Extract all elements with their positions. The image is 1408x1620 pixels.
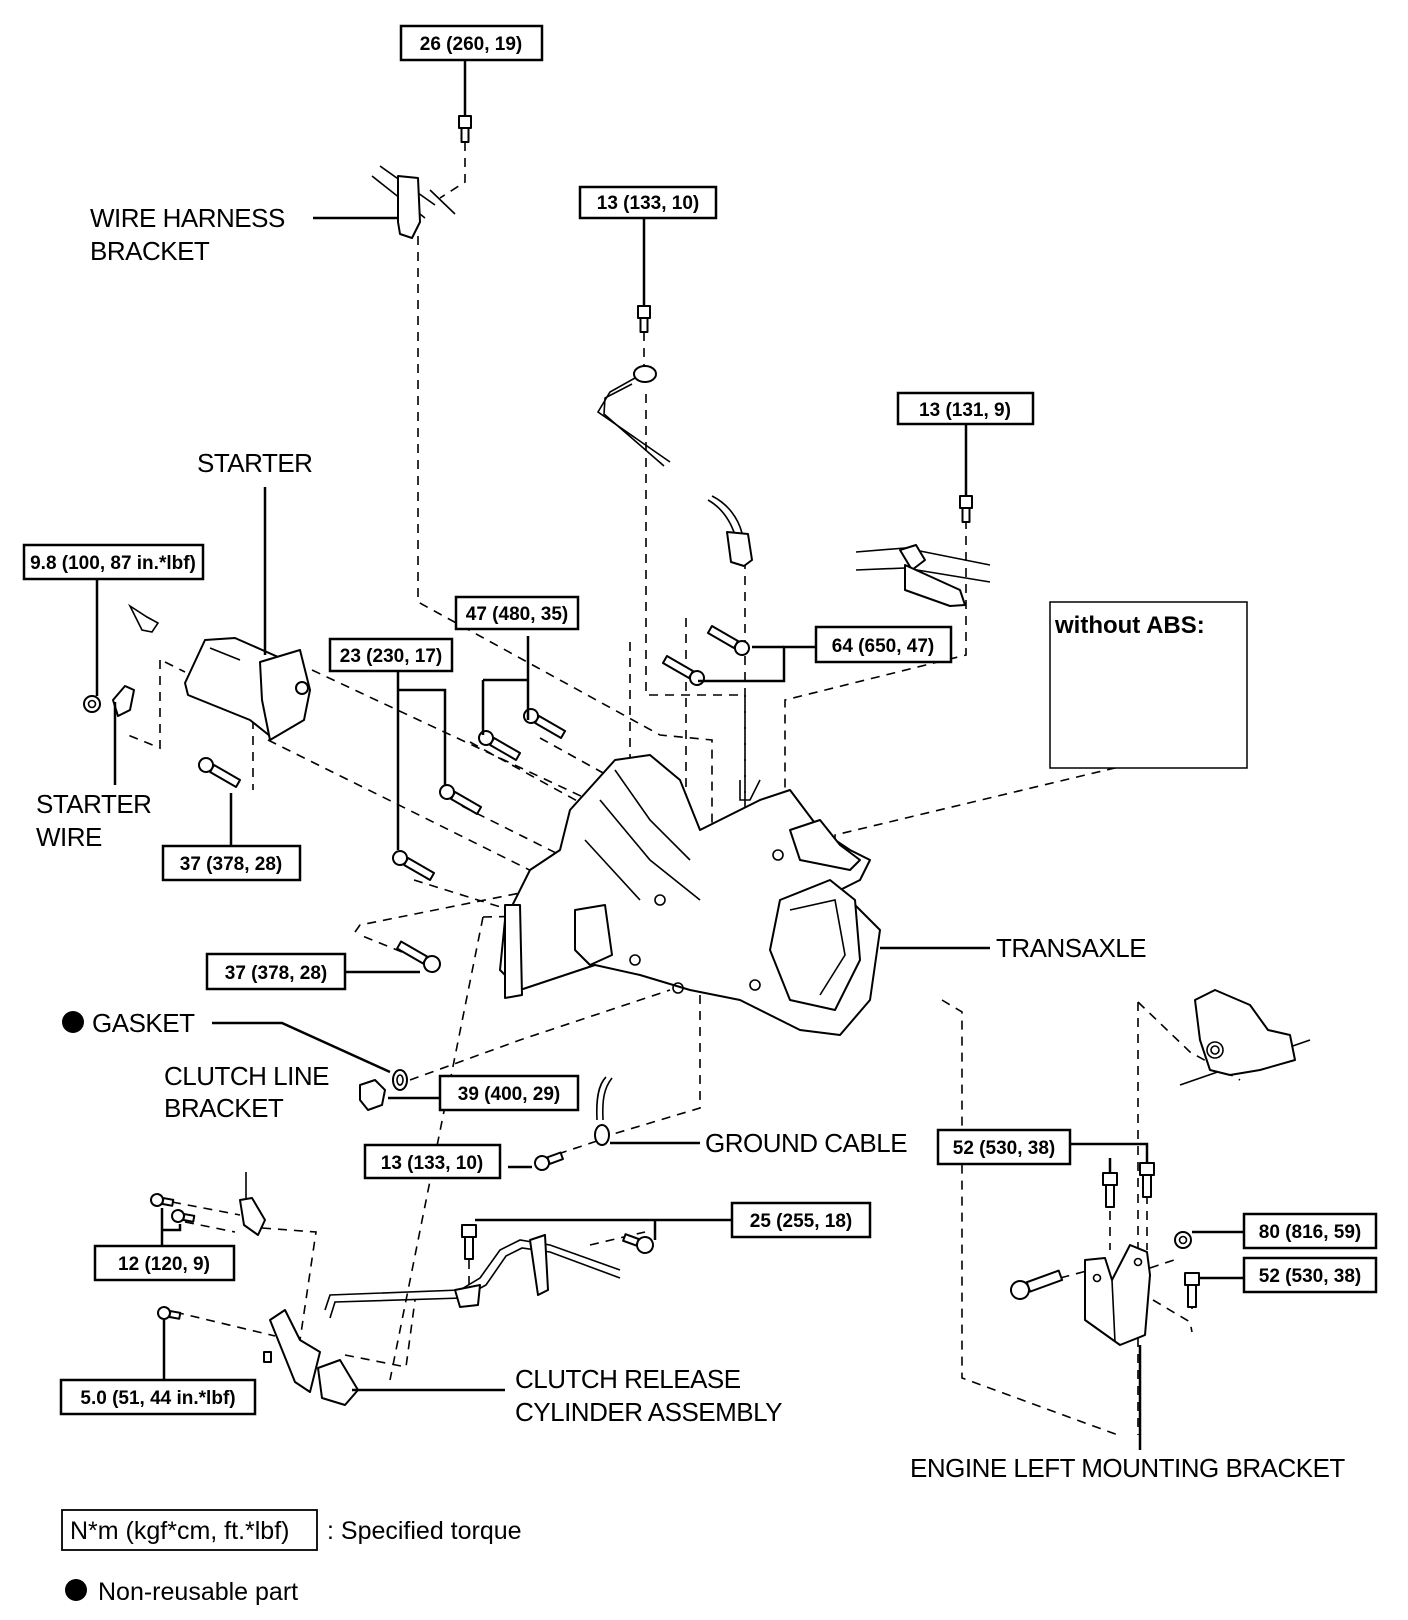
torque-box-lower-37: 37 (378, 28) (205, 952, 347, 991)
torque-value: 47 (480, 35) (466, 604, 568, 625)
inset-title: without ABS: (1054, 612, 1205, 639)
harness-clamp-part (855, 544, 991, 607)
torque-box-starter-bolt: 37 (378, 28) (161, 844, 302, 882)
wire-harness-bracket-part (371, 165, 456, 239)
label-gasket: GASKET (92, 1008, 195, 1038)
clutch-tube-bracket-part (239, 1172, 266, 1236)
torque-box-harness-clamp-bolt: 13 (131, 9) (896, 391, 1035, 426)
label-clutch-line-bracket-1: CLUTCH LINE (164, 1061, 329, 1091)
inset-without-abs: without ABS: (1049, 601, 1248, 769)
bolt-icons (83, 115, 1200, 1320)
torque-value: 37 (378, 28) (225, 963, 327, 984)
gasket-part (392, 1069, 408, 1091)
torque-value: 23 (230, 17) (340, 646, 442, 667)
torque-value: 80 (816, 59) (1259, 1222, 1361, 1243)
torque-box-clutch-line-bolt: 39 (400, 29) (438, 1074, 580, 1112)
label-starter: STARTER (197, 448, 312, 478)
torque-value: 13 (133, 10) (381, 1153, 483, 1174)
clutch-release-cylinder-part (263, 1309, 359, 1406)
clutch-release-tube-part (324, 1234, 621, 1319)
mount-nut-icon (1174, 1231, 1192, 1249)
torque-value: 64 (650, 47) (832, 636, 934, 657)
torque-value: 25 (255, 18) (750, 1211, 852, 1232)
ground-cable-top-part (596, 365, 671, 467)
starter-wire-nut-icon (83, 695, 101, 713)
torque-box-wire-harness-bolt: 26 (260, 19) (399, 24, 544, 62)
torque-box-clutch-tube-bolts: 25 (255, 18) (730, 1201, 872, 1239)
part-illustrations (83, 115, 1311, 1406)
engine-left-mounting-bracket-part (1084, 1244, 1151, 1346)
label-clutch-release-cylinder-1: CLUTCH RELEASE (515, 1364, 741, 1394)
torque-value: 13 (131, 9) (919, 400, 1011, 421)
torque-value: 26 (260, 19) (420, 34, 522, 55)
torque-box-47: 47 (480, 35) (454, 595, 580, 631)
label-starter-wire-2: WIRE (36, 822, 102, 852)
engine-mount-part (1179, 989, 1311, 1086)
torque-box-23: 23 (230, 17) (328, 637, 454, 673)
label-wire-harness-bracket-1: WIRE HARNESS (90, 203, 285, 233)
sensor-connector-part (707, 495, 753, 567)
torque-box-starter-wire-nut: 9.8 (100, 87 in.*lbf) (22, 543, 205, 581)
label-clutch-release-cylinder-2: CYLINDER ASSEMBLY (515, 1397, 782, 1427)
torque-box-mount-top-bolts: 52 (530, 38) (936, 1128, 1072, 1166)
part-labels: WIRE HARNESS BRACKET STARTER STARTER WIR… (36, 203, 1346, 1483)
torque-box-mount-nut: 80 (816, 59) (1242, 1212, 1378, 1250)
torque-box-64: 64 (650, 47) (814, 625, 953, 664)
torque-box-12: 12 (120, 9) (93, 1244, 236, 1282)
legend-nonreusable-dot-icon (65, 1579, 87, 1601)
label-ground-cable: GROUND CABLE (705, 1128, 907, 1158)
legend: N*m (kgf*cm, ft.*lbf) : Specified torque… (61, 1509, 522, 1606)
torque-box-mount-side-bolt: 52 (530, 38) (1242, 1256, 1378, 1294)
label-wire-harness-bracket-2: BRACKET (90, 236, 210, 266)
torque-value: 37 (378, 28) (180, 854, 282, 875)
nonreusable-dot-icon (62, 1011, 84, 1033)
label-engine-left-mounting-bracket: ENGINE LEFT MOUNTING BRACKET (910, 1453, 1345, 1483)
torque-box-ground-cable-bolt: 13 (133, 10) (363, 1143, 502, 1180)
torque-value: 13 (133, 10) (597, 193, 699, 214)
legend-torque-unit: N*m (kgf*cm, ft.*lbf) (70, 1517, 289, 1545)
torque-value: 9.8 (100, 87 in.*lbf) (30, 553, 196, 574)
legend-nonreusable-desc: Non-reusable part (98, 1578, 298, 1606)
legend-torque-desc: : Specified torque (327, 1517, 522, 1545)
label-clutch-line-bracket-2: BRACKET (164, 1093, 284, 1123)
torque-value: 5.0 (51, 44 in.*lbf) (80, 1388, 235, 1409)
transaxle-part (499, 754, 881, 1036)
torque-value: 12 (120, 9) (118, 1254, 210, 1275)
label-starter-wire-1: STARTER (36, 789, 151, 819)
torque-spec-labels: 26 (260, 19) 13 (133, 10) 13 (131, 9) 9.… (22, 24, 1378, 1416)
leader-lines (95, 60, 1244, 1450)
torque-value: 52 (530, 38) (953, 1138, 1055, 1159)
torque-box-release-cyl-bolt: 5.0 (51, 44 in.*lbf) (59, 1378, 257, 1416)
clutch-line-bracket-bolt-part (359, 1079, 386, 1111)
label-transaxle: TRANSAXLE (996, 933, 1146, 963)
torque-value: 39 (400, 29) (458, 1084, 560, 1105)
starter-motor-part (112, 603, 311, 741)
torque-box-ground-top-bolt: 13 (133, 10) (578, 185, 718, 220)
torque-value: 52 (530, 38) (1259, 1266, 1361, 1287)
ground-cable-lower-part (594, 1076, 613, 1146)
